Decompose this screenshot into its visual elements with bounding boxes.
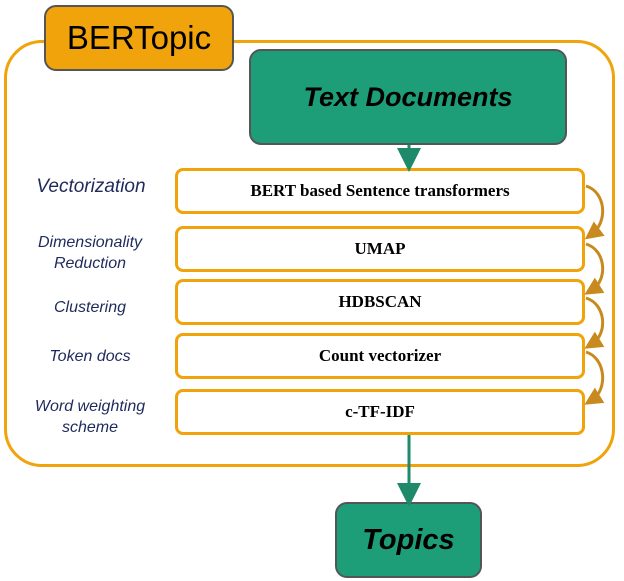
step-box-umap: UMAP [175,226,585,272]
stage-label-dimensionality-reduction: Dimensionality Reduction [37,234,143,272]
stage-label-word-weighting-scheme: Word weighting scheme [34,398,146,436]
step-connector-3 [584,296,605,349]
input-box: Text Documents [249,49,567,145]
step-box-c-tf-idf: c-TF-IDF [175,389,585,435]
step-box-sentence-transformers: BERT based Sentence transformers [175,168,585,214]
output-box: Topics [335,502,482,578]
step-connector-4 [584,350,605,405]
stage-label-vectorization: Vectorization [36,176,146,197]
step-connector-1 [584,184,605,240]
step-connector-2 [584,242,605,295]
bertopic-pipeline-frame [4,40,615,467]
stage-label-clustering: Clustering [53,299,127,316]
title-box: BERTopic [44,5,234,71]
stage-label-token-docs: Token docs [49,348,131,365]
step-box-count-vectorizer: Count vectorizer [175,333,585,379]
step-box-hdbscan: HDBSCAN [175,279,585,325]
